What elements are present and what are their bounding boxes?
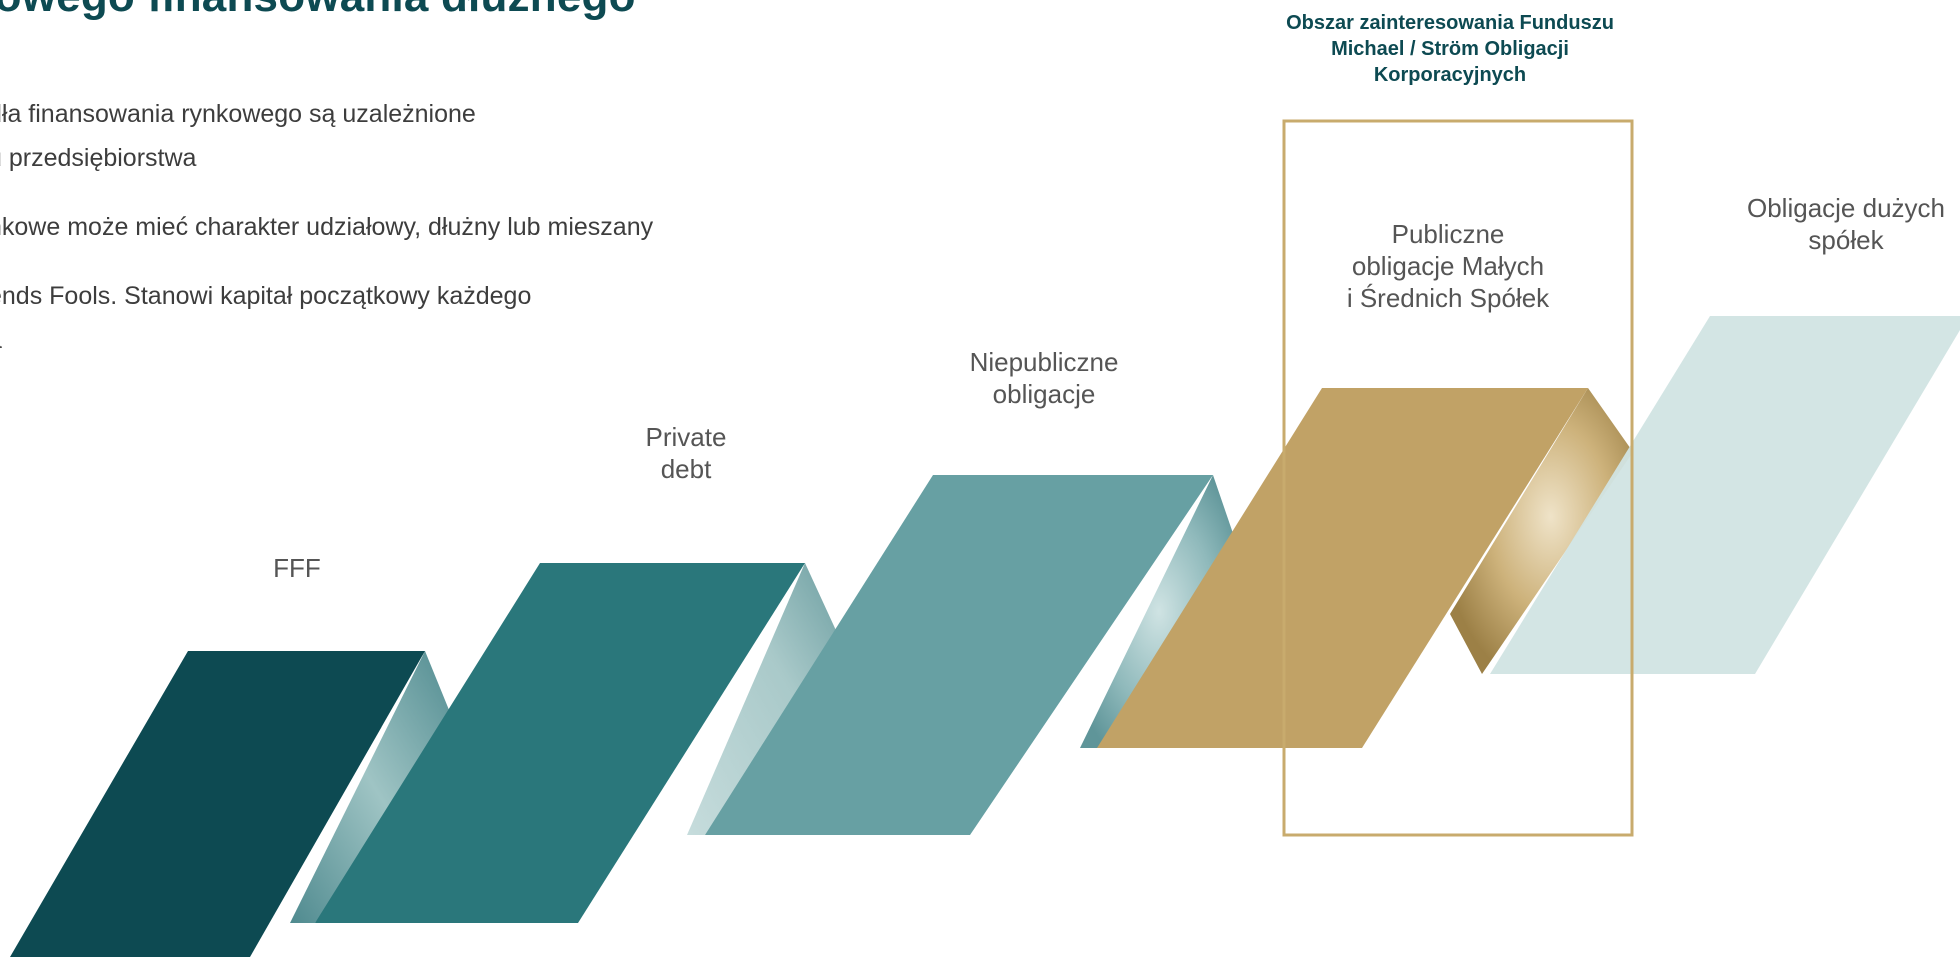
fold-connector-2	[687, 563, 845, 835]
stage-panel-private-debt	[315, 563, 805, 923]
focus-area-label: Obszar zainteresowania Funduszu Michael …	[1240, 10, 1660, 88]
stage-label-duze-spolki-line-2: spółek	[1808, 225, 1884, 255]
focus-label-line-3: Korporacyjnych	[1373, 64, 1527, 86]
stage-label-niepubliczne-line-2: obligacje	[992, 379, 1096, 409]
bullet-1-line-2: u przedsiębiorstwa	[0, 144, 197, 172]
fold-connector-4	[1450, 388, 1633, 674]
fold-connector-1	[290, 651, 458, 923]
page-title: kowego finansowania dłużnego	[0, 0, 636, 22]
stage-label-private-debt: Private debt	[606, 421, 766, 485]
stage-label-publiczne-msp-line-1: Publiczne	[1391, 219, 1505, 249]
bullet-2-line-1: nkowe może mieć charakter udziałowy, dłu…	[0, 213, 654, 241]
stage-panel-publiczne-msp	[1097, 388, 1588, 748]
stage-panel-duze-spolki	[1490, 316, 1960, 674]
stage-label-private-debt-line-2: debt	[660, 454, 712, 484]
focus-label-line-1: Obszar zainteresowania Funduszu	[1286, 12, 1614, 34]
bullet-3-line-1: ends Fools. Stanowi kapitał początkowy k…	[0, 282, 532, 310]
stage-label-publiczne-msp: Publiczne obligacje Małych i Średnich Sp…	[1298, 218, 1598, 314]
stage-panel-niepubliczne	[705, 475, 1213, 835]
bullet-1-line-1: dła finansowania rynkowego są uzależnion…	[0, 100, 476, 128]
focus-area-frame	[1282, 119, 1634, 837]
stage-label-publiczne-msp-line-3: i Średnich Spółek	[1346, 283, 1550, 313]
stage-panel-fff	[10, 651, 425, 957]
focus-label-line-2: Michael / Ström Obligacji	[1331, 38, 1569, 60]
bullet-list: dła finansowania rynkowego są uzależnion…	[0, 92, 888, 362]
stage-label-duze-spolki: Obligacje dużych spółek	[1716, 192, 1960, 256]
stage-label-niepubliczne: Niepubliczne obligacje	[934, 346, 1154, 410]
stage-label-niepubliczne-line-1: Niepubliczne	[969, 347, 1119, 377]
stage-label-private-debt-line-1: Private	[645, 422, 727, 452]
stage-label-duze-spolki-line-1: Obligacje dużych	[1747, 193, 1945, 223]
stage-label-publiczne-msp-line-2: obligacje Małych	[1351, 251, 1545, 281]
stage-label-fff-line-1: FFF	[273, 553, 321, 583]
fold-connector-3	[1080, 475, 1238, 748]
stage-label-fff: FFF	[247, 552, 347, 584]
bullet-3-line-2: a	[0, 318, 888, 362]
